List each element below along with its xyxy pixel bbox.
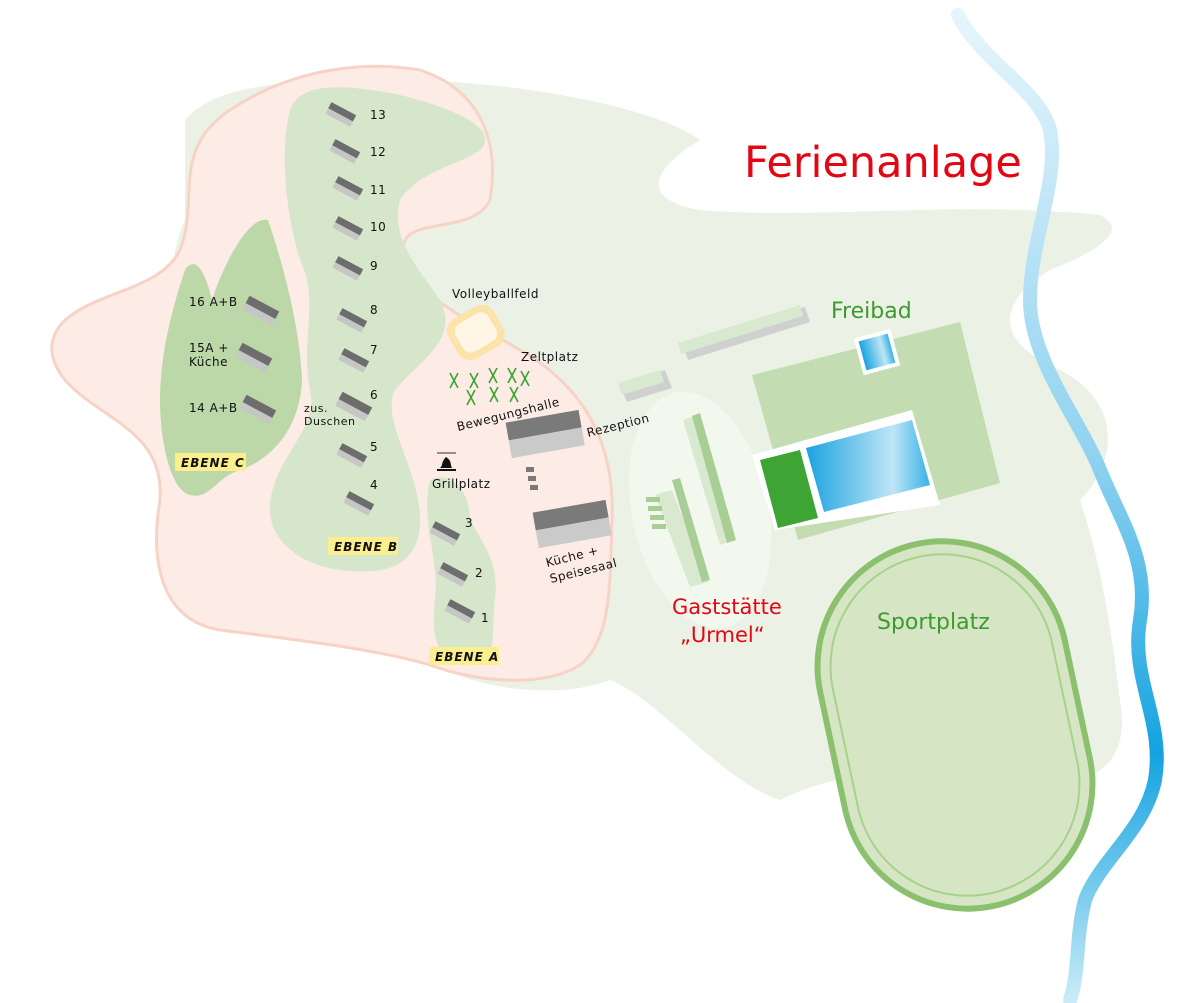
gaststaette-label-line2: „Urmel“	[680, 623, 765, 647]
level-c-area	[160, 219, 302, 496]
freibad-label: Freibad	[831, 299, 912, 324]
cabin-label-5: 5	[370, 440, 378, 454]
sportplatz-label: Sportplatz	[877, 610, 990, 635]
cabin-label-16: 16 A+B	[189, 295, 238, 309]
level-b-label: EBENE B	[334, 540, 398, 554]
outbuilding	[618, 370, 664, 395]
level-c-badge: EBENE C	[175, 453, 246, 471]
level-a-badge: EBENE A	[429, 647, 499, 665]
cabin-label-14: 14 A+B	[189, 401, 238, 415]
kueche-building	[532, 499, 612, 549]
duschen-label-line1: zus.	[304, 402, 328, 415]
cabin-label-6: 6	[370, 388, 378, 402]
level-b-area	[270, 87, 486, 572]
cabin-label-15-line2: Küche	[189, 355, 228, 369]
cabin-label-2: 2	[475, 566, 483, 580]
cabin-label-7: 7	[370, 343, 378, 357]
outbuilding	[678, 305, 803, 354]
bewegungshalle-building	[505, 409, 585, 459]
cabin-label-12: 12	[370, 145, 386, 159]
cabin-label-9: 9	[370, 259, 378, 273]
cabin-label-13: 13	[370, 108, 386, 122]
volleyballfeld-label: Volleyballfeld	[452, 287, 539, 301]
cabin-label-4: 4	[370, 478, 378, 492]
cabin-labels: 13 12 11 10 9 8 7 6 5 4 3 2 1 16 A+B 15A…	[189, 108, 489, 625]
gaststaette-label-line1: Gaststätte	[672, 595, 782, 619]
tent-icon	[449, 367, 530, 406]
page-title: Ferienanlage	[744, 138, 1022, 188]
sportplatz-field	[814, 538, 1096, 912]
cabin-label-11: 11	[370, 183, 386, 197]
cabin-label-15-line1: 15A +	[189, 341, 229, 355]
cabin-label-10: 10	[370, 220, 386, 234]
gaststaette-building	[646, 413, 736, 587]
cabin-label-3: 3	[465, 516, 473, 530]
level-b-badge: EBENE B	[328, 537, 398, 555]
cabin-label-8: 8	[370, 303, 378, 317]
level-a-label: EBENE A	[435, 650, 499, 664]
level-c-label: EBENE C	[181, 456, 245, 470]
grillplatz-label: Grillplatz	[432, 477, 491, 491]
volleyball-field	[446, 304, 505, 361]
freibad-area	[752, 322, 1000, 540]
gaststaette-area	[628, 391, 772, 629]
duschen-label-line2: Duschen	[304, 415, 355, 428]
small-sheds	[526, 467, 538, 490]
river	[951, 8, 1164, 1003]
level-a-area	[427, 477, 496, 666]
campfire-icon	[437, 452, 456, 471]
cabin-label-1: 1	[481, 611, 489, 625]
zeltplatz-label: Zeltplatz	[521, 350, 578, 364]
